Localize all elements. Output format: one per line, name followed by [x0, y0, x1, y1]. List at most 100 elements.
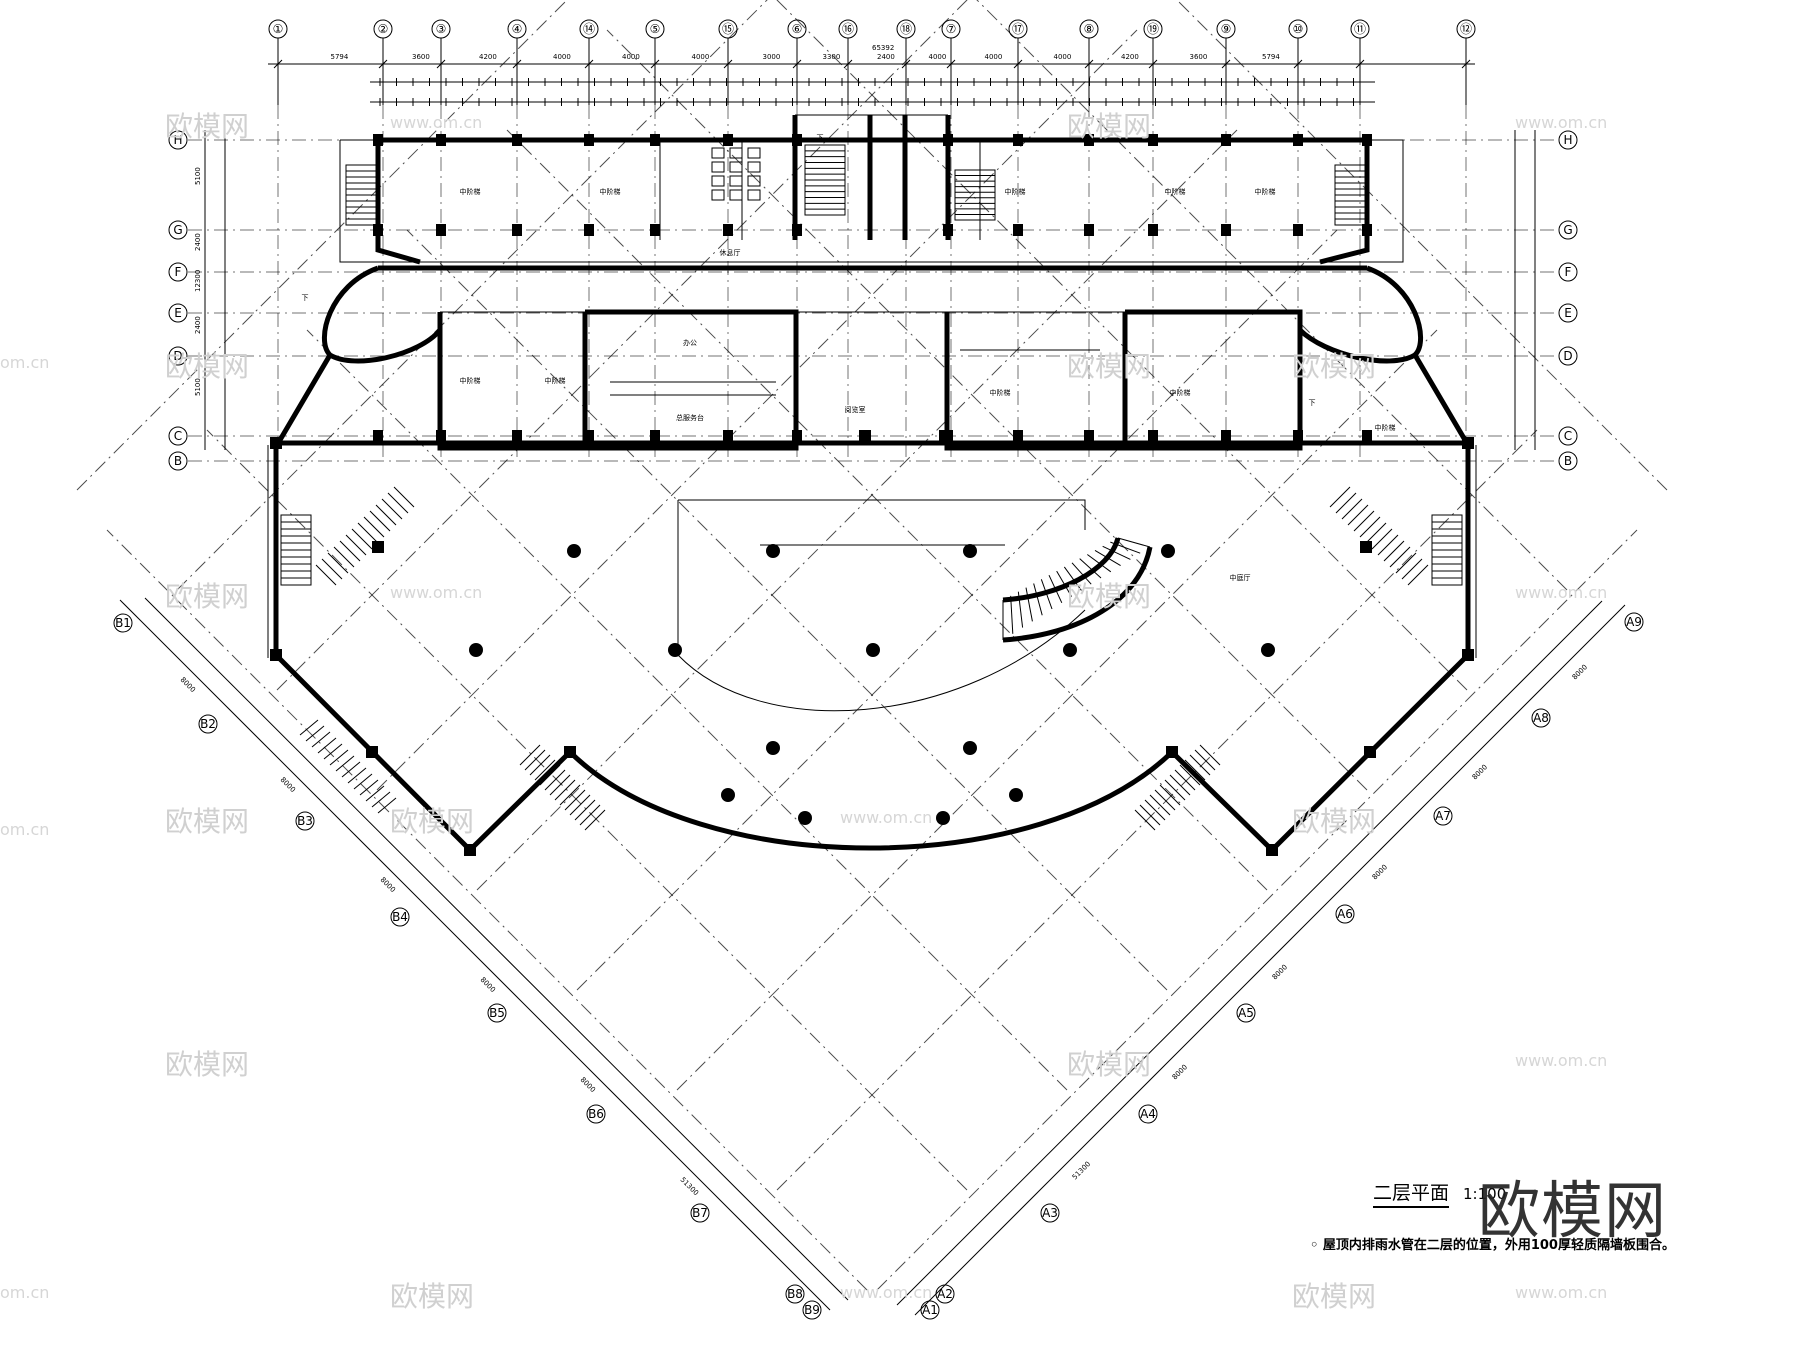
drawing-scale: 1:100: [1463, 1185, 1507, 1203]
axis-label: ⑩: [1293, 22, 1304, 36]
dimension-text: 8000: [479, 976, 497, 994]
stair-tread: [1159, 784, 1181, 806]
axis-label: ⑥: [792, 22, 803, 36]
watermark-url: om.cn: [0, 1283, 50, 1302]
watermark-text: 欧模网: [390, 805, 475, 838]
stair-tread: [1189, 754, 1211, 776]
watermark-url: www.om.cn: [1515, 583, 1608, 602]
axis-bubble: [1558, 346, 1578, 366]
stair-tread: [333, 546, 355, 568]
stair-tread: [323, 743, 343, 760]
toilet-fixture: [747, 189, 761, 201]
stair-tread: [1154, 789, 1176, 811]
watermark-text: 欧模网: [165, 805, 250, 838]
structural-column: [373, 134, 383, 146]
stair-tread: [539, 764, 561, 786]
dimension-text: 65392: [872, 44, 894, 52]
dimension-text: 5794: [1262, 53, 1280, 61]
room-label: 中阶梯: [1255, 187, 1276, 196]
axis-label: A8: [1533, 711, 1549, 725]
diagonal-grid-line: [776, 0, 1468, 691]
structural-column: [723, 134, 733, 146]
stair-tread: [365, 785, 385, 802]
axis-label: ⑭: [583, 22, 595, 36]
axis-bubble: [268, 19, 288, 39]
dimension-tick: [1461, 59, 1471, 69]
stair-tread: [1329, 486, 1351, 508]
axis-bubble: [1433, 806, 1453, 826]
axis-label: ⑫: [1460, 22, 1472, 36]
spiral-tread: [1025, 587, 1033, 622]
structural-column: [1221, 134, 1231, 146]
dimension-tick: [650, 59, 660, 69]
dimension-tick: [1293, 59, 1303, 69]
axis-bubble: [1236, 1003, 1256, 1023]
room-label: 中阶梯: [990, 388, 1011, 397]
structural-column: [436, 134, 446, 146]
stair-tread: [345, 534, 367, 556]
structural-column: [1362, 430, 1372, 442]
round-column: [963, 741, 977, 755]
dimension-text: 8000: [1271, 963, 1289, 981]
diagonal-grid: B1B2B3B4B5B6B7B8B9A9A8A7A6A5A4A3A2A18000…: [76, 0, 1668, 1320]
dimension-text: 51300: [1071, 1160, 1092, 1181]
round-column: [1063, 643, 1077, 657]
diagonal-grid-line: [506, 129, 1268, 891]
structural-column: [512, 134, 522, 146]
structural-column: [792, 430, 802, 442]
axis-bubble: [579, 19, 599, 39]
watermark-text: 欧模网: [1067, 1048, 1152, 1081]
round-column: [721, 788, 735, 802]
spiral-tread: [1110, 541, 1141, 554]
diagonal-grid-line: [406, 229, 1168, 991]
axis-bubble: [1558, 262, 1578, 282]
axis-label: E: [174, 306, 182, 320]
stair-tread: [1395, 552, 1417, 574]
round-column: [963, 544, 977, 558]
watermark-text: 欧模网: [1067, 580, 1152, 613]
room-label: 中阶梯: [460, 187, 481, 196]
round-column: [766, 544, 780, 558]
axis-label: ④: [512, 22, 523, 36]
axis-label: B: [1564, 454, 1572, 468]
dimension-tick: [1355, 59, 1365, 69]
stair-tread: [335, 755, 355, 772]
structural-column: [943, 134, 953, 146]
round-column: [567, 544, 581, 558]
axis-label: A9: [1626, 615, 1642, 629]
spiral-stair: [1002, 537, 1153, 643]
axis-bubble: [690, 1203, 710, 1223]
axis-bubble: [935, 1284, 955, 1304]
round-column: [936, 811, 950, 825]
axis-bubble: [920, 1300, 940, 1320]
drawing-note: ◦ 屋顶内排雨水管在二层的位置，外用100厚轻质隔墙板围合。: [1310, 1238, 1675, 1253]
diagonal-dimension-line: [896, 600, 1603, 1306]
dimension-text: 4000: [1054, 53, 1072, 61]
room-label: 办公: [683, 338, 697, 347]
room-label: 中阶梯: [1375, 423, 1396, 432]
axis-label: B4: [392, 910, 408, 924]
axis-bubble: [838, 19, 858, 39]
structural-column: [270, 437, 282, 449]
axis-bubble: [1558, 451, 1578, 471]
watermark-text: 欧模网: [390, 1280, 475, 1313]
stair-tread: [564, 789, 586, 811]
dimension-text: 8000: [1371, 863, 1389, 881]
stair-tread: [1365, 522, 1387, 544]
dimension-tick: [273, 59, 283, 69]
axis-bubble: [373, 19, 393, 39]
stair-tread: [357, 522, 379, 544]
stair-tread: [569, 794, 591, 816]
diagonal-dimension-line: [144, 597, 849, 1301]
structural-column: [1221, 430, 1231, 442]
watermark-url: www.om.cn: [1515, 1051, 1608, 1070]
structural-column: [1084, 430, 1094, 442]
axis-label: B3: [297, 814, 313, 828]
axis-bubble: [785, 1284, 805, 1304]
structural-column: [584, 430, 594, 442]
watermark-url: om.cn: [0, 353, 50, 372]
axis-label: E: [1564, 306, 1572, 320]
axis-bubble: [1079, 19, 1099, 39]
toilet-fixture: [729, 175, 743, 187]
axis-bubble: [168, 451, 188, 471]
